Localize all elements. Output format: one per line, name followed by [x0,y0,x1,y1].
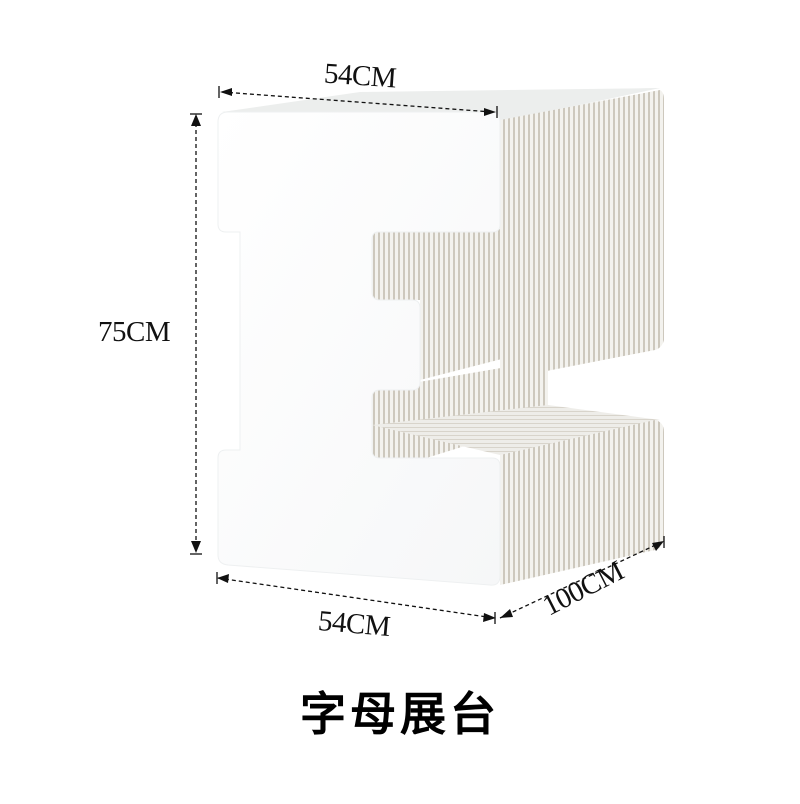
fins-middle-arm [420,262,556,380]
product-title: 字母展台 [300,687,500,741]
top-width-label: 54CM [323,57,398,95]
fins-upper-recess [372,228,548,300]
bottom-arm-top [372,405,660,455]
fins-bottom-arm [500,420,664,585]
height-label: 75CM [98,316,171,348]
bottom-width-label: 54CM [316,604,392,644]
letter-e-front-face [217,111,501,586]
